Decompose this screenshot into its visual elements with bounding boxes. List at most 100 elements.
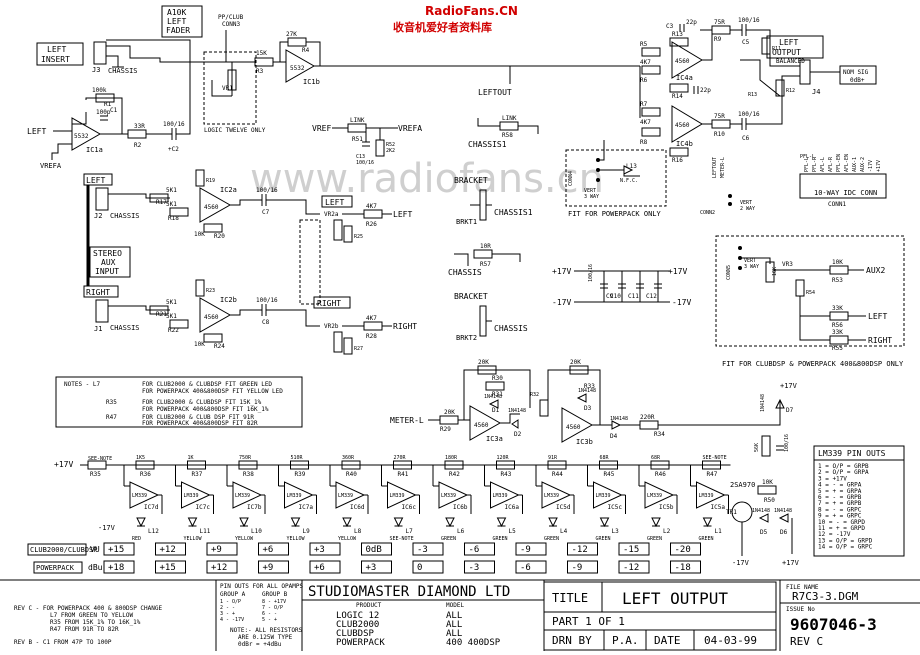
- led-color: GREEN: [493, 536, 508, 542]
- dbu-cell: [206, 560, 238, 574]
- r2-value: 33R: [134, 123, 145, 130]
- vu-cell: [361, 542, 392, 556]
- pin-a-3: 4 - -17V: [220, 617, 244, 623]
- r30-value: 20K: [478, 359, 489, 366]
- lm339-pin-row: 14 = O/P = GRPC: [818, 544, 873, 551]
- led-ref: L7: [406, 528, 414, 535]
- r51-label: R51: [352, 136, 363, 143]
- vref-label: VREF: [312, 124, 331, 133]
- opamp-pinouts-title: PIN OUTS FOR ALL OPAMPS: [220, 583, 303, 590]
- r3-value: 15K: [256, 50, 267, 57]
- r23-label: R23: [206, 288, 215, 294]
- ladder-resistor-value: 68R: [600, 455, 610, 461]
- vu-cell: [206, 542, 238, 556]
- led-color: YELLOW: [184, 536, 203, 542]
- company-name: STUDIOMASTER DIAMOND LTD: [308, 584, 510, 600]
- watermark-site: RadioFans.CN: [425, 4, 518, 18]
- led-color: GREEN: [544, 536, 559, 542]
- r28-value: 4K7: [366, 315, 377, 322]
- r26-label: R26: [366, 221, 377, 228]
- jack-j3: [93, 41, 107, 65]
- meter-l-label: METER-L: [390, 416, 424, 425]
- led-color: YELLOW: [287, 536, 306, 542]
- ladder-resistor: [547, 460, 567, 470]
- ladder-resistor-ref: R43: [501, 471, 512, 478]
- comparator-ref: IC7a: [299, 504, 314, 511]
- r53-label: R53: [832, 277, 843, 284]
- d5-label: D5: [760, 529, 768, 536]
- comparator-part: LM339: [441, 493, 456, 499]
- product-name: CLUB2000: [336, 620, 379, 630]
- dbu-cell: [618, 560, 650, 574]
- r26-value: 4K7: [366, 203, 377, 210]
- ladder-resistor: [496, 460, 515, 470]
- r35-label: R35: [90, 471, 101, 478]
- ic4b-label: IC4b: [676, 140, 693, 148]
- ladder-resistor-ref: R39: [295, 471, 306, 478]
- meter-p17-label: +17V: [780, 382, 798, 390]
- c1-value: 100p: [96, 109, 111, 116]
- comparator-ref: IC6b: [453, 504, 468, 511]
- r55-label: R55: [832, 345, 843, 352]
- vu-cell: [567, 542, 598, 556]
- r5-label: R5: [640, 41, 648, 48]
- r22-label: R22: [168, 327, 179, 334]
- product-model: ALL: [446, 620, 462, 630]
- vu-value: +15: [108, 545, 124, 555]
- d1-label: D1: [492, 407, 500, 414]
- powerpack-only-label: FIT FOR POWERPACK ONLY: [568, 210, 662, 218]
- r7-label: R7: [640, 101, 648, 108]
- idc-pin-7: AUX-1: [852, 157, 858, 172]
- left-insert-box: [36, 42, 84, 66]
- nom-sig-line1: NOM SIG: [843, 69, 869, 76]
- r18-value: 5K1: [166, 201, 177, 208]
- ic3a-label: IC3a: [486, 435, 503, 443]
- ic2b-label: IC2b: [220, 296, 237, 304]
- aux-right-box-label: RIGHT: [86, 288, 110, 297]
- dbu-label: dBu: [88, 563, 103, 572]
- vu-cell: [618, 542, 650, 556]
- c8-label: C8: [262, 319, 270, 326]
- r28-label: R28: [366, 333, 377, 340]
- ladder-comparators: LM339IC7dREDL12LM339IC7cYELLOWL11LM339IC…: [123, 465, 729, 542]
- ladder-resistor-value: 750R: [239, 455, 252, 461]
- r17-label: R17: [156, 199, 167, 206]
- lm339-pin-row: 12 = -17V: [818, 531, 851, 538]
- dbu-cell: [361, 560, 392, 574]
- conn1-label: CONN1: [828, 201, 846, 208]
- conn2-2way: 2 WAY: [740, 206, 755, 212]
- conn5-label: CONN5: [726, 265, 732, 280]
- ladder-resistor-value: 180R: [445, 455, 458, 461]
- comparator-part: LM339: [699, 493, 714, 499]
- r56-value: 33K: [832, 305, 843, 312]
- pin-a-1: 2 - -: [220, 605, 235, 611]
- r19-label: R19: [206, 178, 215, 184]
- pin-b-3: 5 - +: [262, 617, 277, 623]
- clubdsp-only-box: [715, 235, 905, 347]
- d1-part: 1N4148: [484, 394, 502, 400]
- vu-value: -9: [520, 545, 531, 555]
- led-ref: L6: [457, 528, 465, 535]
- led-ref: L11: [200, 528, 211, 535]
- idc-title: 10-WAY IDC CONN: [814, 189, 877, 197]
- powerpack-only-box: [565, 149, 667, 207]
- brkt1-label: BRKT1: [456, 218, 477, 226]
- date-label: DATE: [654, 634, 681, 647]
- resistor-note-1: ARE 0.125W TYPE: [238, 634, 293, 641]
- r17-value: 5K1: [166, 187, 177, 194]
- comparator-symbol: [696, 481, 726, 509]
- ladder-resistor-value: 68R: [651, 455, 661, 461]
- idc-pin-9: -17V: [868, 160, 874, 172]
- ic3b-part: 4560: [566, 424, 581, 431]
- idc-pin-1: PFL-L: [804, 157, 810, 172]
- r12-label: R16: [672, 157, 683, 164]
- l13-label: L13: [626, 163, 637, 170]
- leftout-label: LEFTOUT: [478, 88, 512, 97]
- d2-part: 1N4148: [508, 408, 526, 414]
- idc-pin-10: +17V: [876, 160, 882, 172]
- ladder-resistor: [599, 460, 618, 470]
- lm339-pin-row: 13 = O/P = GRPD: [818, 537, 873, 544]
- notes-list: NOTES - L7 FOR CLUB2000 & CLUBDSP FIT GR…: [64, 381, 283, 427]
